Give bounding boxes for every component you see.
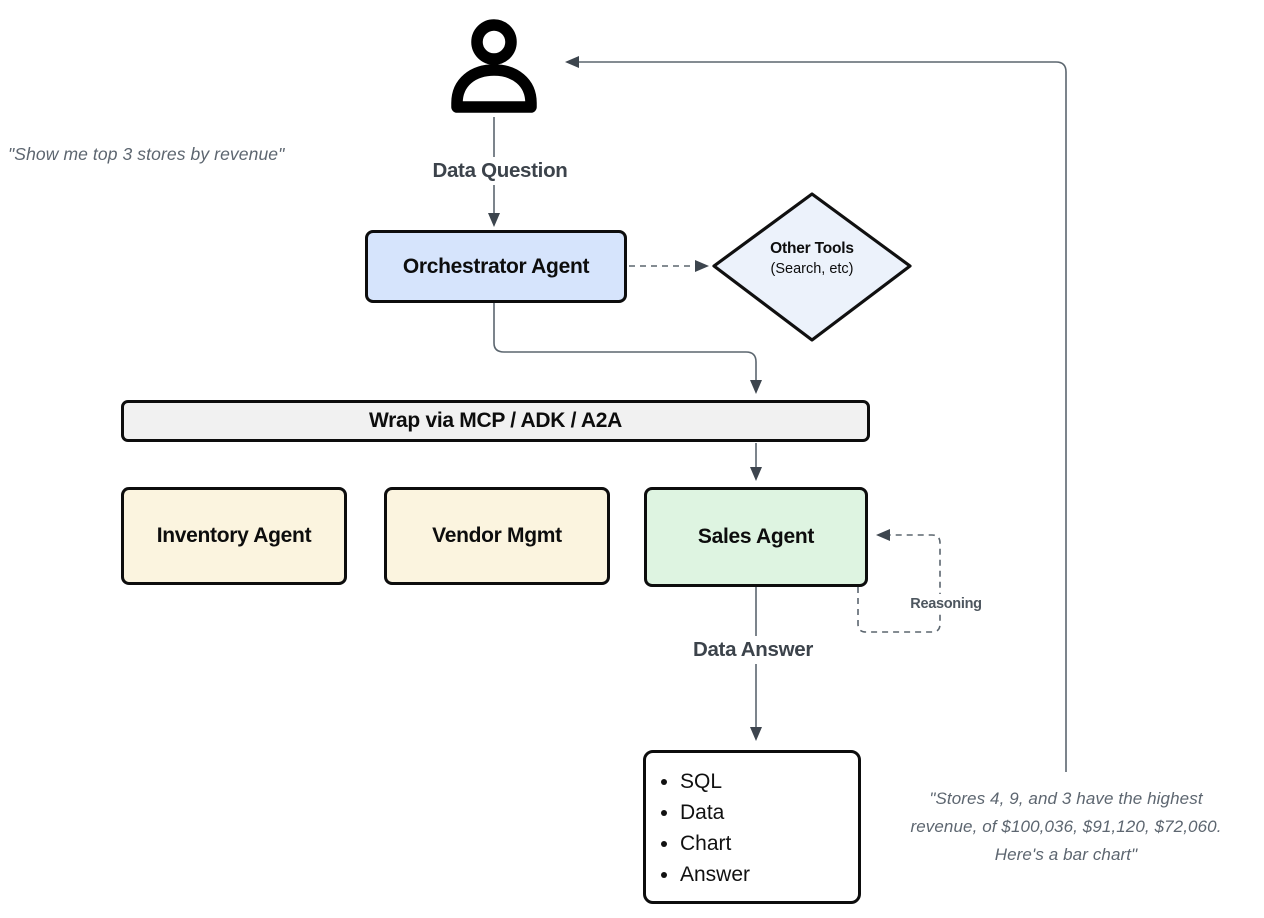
- user-icon: [451, 19, 537, 113]
- output-bullet-sql: SQL: [680, 770, 750, 794]
- sales-agent-node: Sales Agent: [644, 487, 868, 587]
- reasoning-loop-arrow: [857, 529, 941, 633]
- data-answer-label: Data Answer: [653, 636, 853, 664]
- agent-answer-line: revenue, of $100,036, $91,120, $72,060.: [910, 817, 1222, 836]
- output-bullet-list: SQL Data Chart Answer: [646, 763, 750, 894]
- output-bullet-chart: Chart: [680, 832, 750, 856]
- output-node: SQL Data Chart Answer: [643, 750, 861, 904]
- other-tools-subtitle: (Search, etc): [770, 261, 854, 277]
- vendor-mgmt-node: Vendor Mgmt: [384, 487, 610, 585]
- other-tools-title: Other Tools: [770, 240, 854, 257]
- orchestrator-agent-node: Orchestrator Agent: [365, 230, 627, 303]
- arrow-answer-to-user: [565, 56, 1067, 772]
- output-bullet-answer: Answer: [680, 863, 750, 887]
- arrow-orchestrator-to-wrap: [493, 303, 762, 394]
- output-bullet-data: Data: [680, 801, 750, 825]
- reasoning-label: Reasoning: [894, 594, 998, 614]
- agent-answer-quote: "Stores 4, 9, and 3 have the highest rev…: [866, 785, 1264, 869]
- user-query-quote: "Show me top 3 stores by revenue": [8, 144, 285, 164]
- other-tools-diamond: [712, 192, 912, 342]
- agent-answer-line: "Stores 4, 9, and 3 have the highest: [929, 789, 1203, 808]
- other-tools-label: Other Tools (Search, etc): [737, 240, 887, 277]
- wrap-mcp-adk-a2a-bar: Wrap via MCP / ADK / A2A: [121, 400, 870, 442]
- data-question-label: Data Question: [400, 157, 600, 185]
- inventory-agent-node: Inventory Agent: [121, 487, 347, 585]
- agent-answer-line: Here's a bar chart": [994, 845, 1138, 864]
